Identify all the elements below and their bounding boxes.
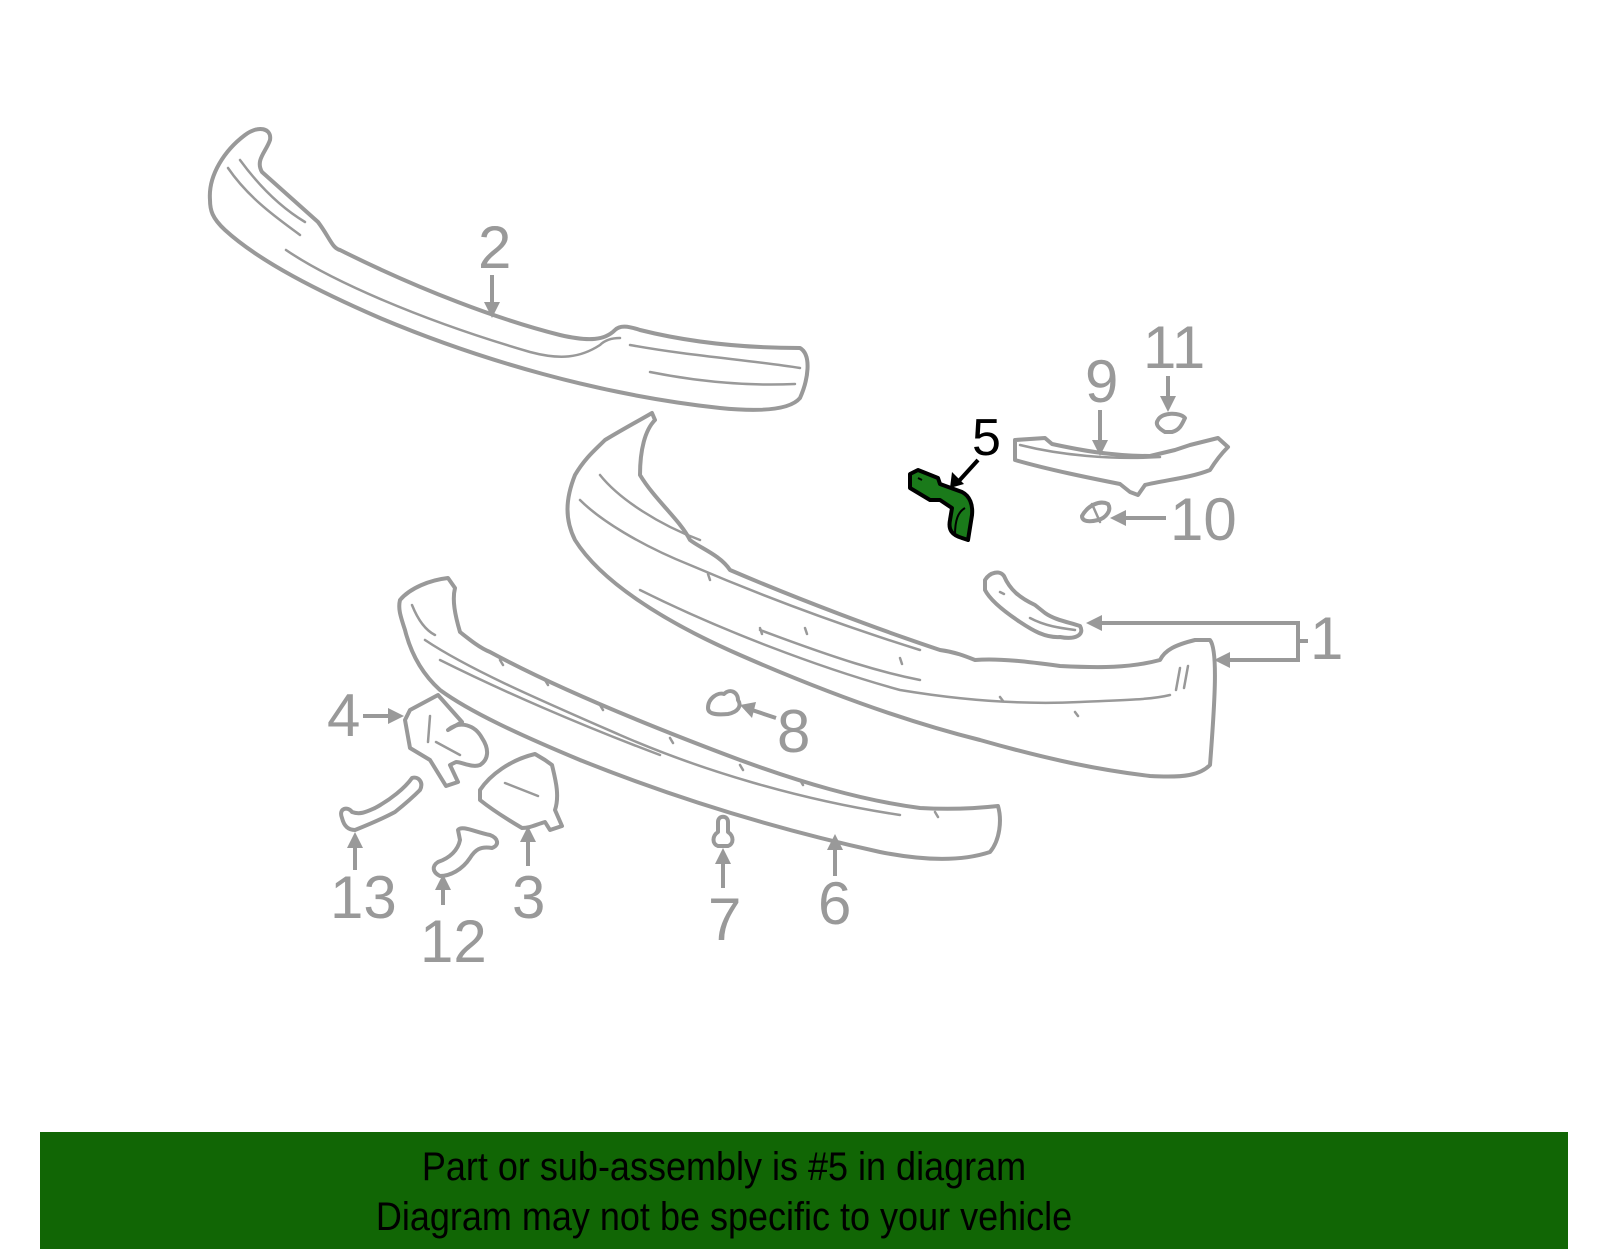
part-5-highlighted-bracket[interactable] [908, 468, 975, 542]
svg-text:7: 7 [708, 886, 741, 953]
part-11-nut[interactable] [1154, 411, 1187, 434]
svg-text:3: 3 [512, 864, 545, 931]
callout-12: 12 [420, 874, 487, 975]
svg-text:5: 5 [972, 409, 1001, 467]
part-8-clip[interactable] [706, 689, 742, 717]
banner-part-notice: Part or sub-assembly is #5 in diagram [421, 1145, 1027, 1189]
callout-7: 7 [708, 848, 741, 953]
svg-text:4: 4 [327, 682, 360, 749]
svg-text:13: 13 [330, 864, 397, 931]
part-3-bracket[interactable] [478, 752, 564, 832]
part-1-bracket[interactable] [983, 570, 1084, 640]
part-13-bracket[interactable] [339, 775, 424, 832]
svg-text:8: 8 [777, 698, 810, 765]
callout-10: 10 [1110, 486, 1237, 553]
callout-9: 9 [1085, 348, 1118, 456]
callout-8: 8 [740, 698, 810, 765]
part-7-bolt[interactable] [711, 814, 735, 848]
part-6-lower-deflector[interactable] [397, 576, 1002, 861]
svg-text:2: 2 [478, 214, 511, 281]
part-12-hook[interactable] [431, 826, 499, 878]
callout-13: 13 [330, 832, 397, 931]
part-10-push-pin[interactable] [1080, 500, 1112, 524]
svg-text:1: 1 [1310, 605, 1343, 672]
callout-11: 11 [1143, 314, 1205, 412]
svg-text:6: 6 [818, 870, 851, 937]
info-banner: Part or sub-assembly is #5 in diagram Di… [40, 1132, 1568, 1249]
part-1-front-bumper[interactable] [565, 411, 1217, 779]
callout-1: 1 [1086, 605, 1343, 672]
svg-text:12: 12 [420, 908, 487, 975]
callout-5: 5 [950, 409, 1001, 488]
callout-2: 2 [478, 214, 511, 318]
callout-6: 6 [818, 834, 851, 937]
part-4-bracket[interactable] [403, 693, 489, 788]
callout-4: 4 [327, 682, 404, 749]
svg-text:9: 9 [1085, 348, 1118, 415]
svg-text:11: 11 [1143, 314, 1205, 381]
callout-3: 3 [512, 826, 545, 931]
part-9-trim-strip[interactable] [1013, 436, 1230, 497]
svg-text:10: 10 [1170, 486, 1237, 553]
part-2-upper-valance[interactable] [207, 127, 810, 412]
banner-disclaimer: Diagram may not be specific to your vehi… [375, 1195, 1073, 1239]
